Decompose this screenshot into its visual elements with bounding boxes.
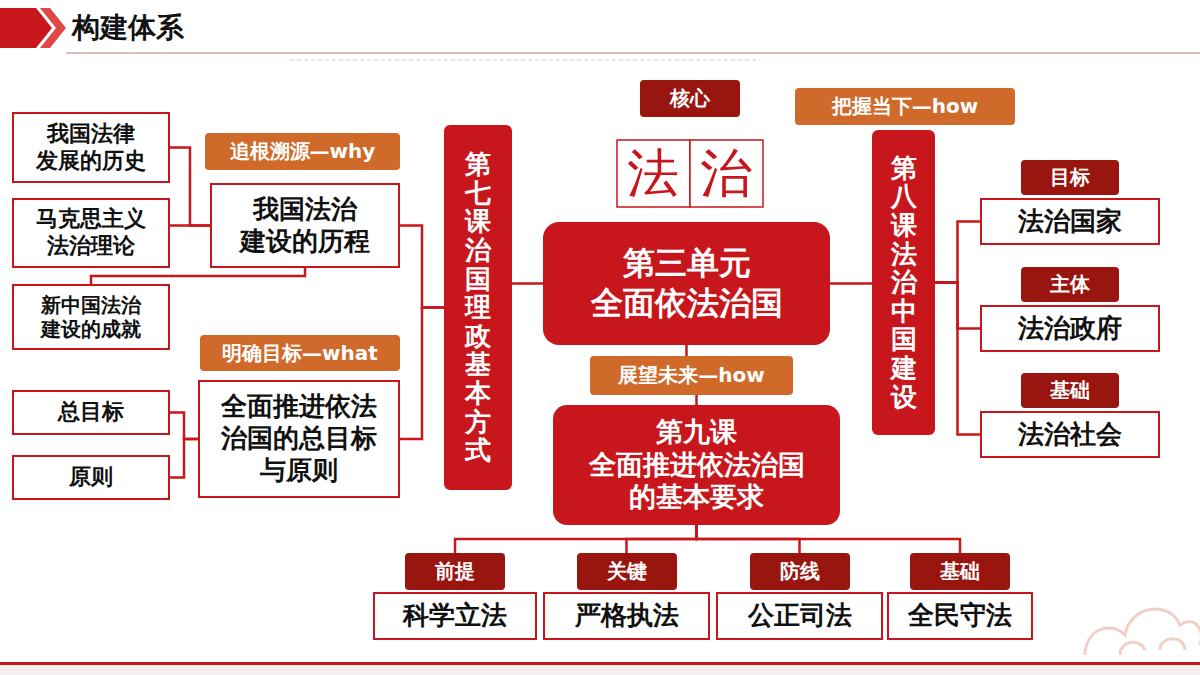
topic-node: 基础全民守法 xyxy=(887,553,1033,640)
node-text: 法治 xyxy=(627,140,773,207)
node-text: 科学立法 xyxy=(403,600,507,632)
heading-tag: 把握当下—how xyxy=(795,88,1015,125)
connector xyxy=(935,222,980,283)
topic-node: 主体法治政府 xyxy=(980,267,1160,352)
filled-box: 第八课 法治中国建设 xyxy=(872,130,935,435)
bottom-rule xyxy=(0,662,1200,665)
outline-box: 我国法律 发展的历史 xyxy=(12,112,170,183)
node-text: 马克思主义 法治理论 xyxy=(22,206,160,260)
connector xyxy=(830,282,872,285)
topic-node: 第九课 全面推进依法治国 的基本要求 xyxy=(553,405,840,525)
connector xyxy=(627,525,697,553)
connector xyxy=(400,226,444,308)
heading-tag: 核心 xyxy=(640,80,740,117)
outline-box: 法治政府 xyxy=(980,305,1160,352)
title-dash xyxy=(290,60,760,61)
heading-tag: 明确目标—what xyxy=(200,335,400,371)
heading-tag: 基础 xyxy=(1021,373,1119,408)
outline-box: 新中国法治 建设的成就 xyxy=(12,284,170,350)
cloud-ornament xyxy=(1085,609,1200,655)
outline-box: 全面推进依法 治国的总目标 与原则 xyxy=(198,380,400,498)
title-chevron xyxy=(40,8,66,48)
topic-node: 总目标 xyxy=(12,390,170,435)
node-text: 全民守法 xyxy=(908,600,1012,632)
topic-node: 原则 xyxy=(12,455,170,500)
heading-tag: 防线 xyxy=(750,553,850,590)
node-text: 第三单元 全面依法治国 xyxy=(551,244,822,322)
connector xyxy=(697,525,961,553)
topic-node: 目标法治国家 xyxy=(980,160,1160,245)
node-text: 新中国法治 建设的成就 xyxy=(22,293,160,342)
title-rule xyxy=(66,52,1200,54)
outline-box: 法治社会 xyxy=(980,411,1160,458)
connector xyxy=(170,439,198,478)
connector xyxy=(935,283,980,435)
connector xyxy=(170,224,210,227)
topic-node: 核心法治 xyxy=(617,80,763,207)
node-text: 公正司法 xyxy=(748,600,852,632)
node-text: 我国法治 建设的历程 xyxy=(220,194,390,257)
outline-box: 马克思主义 法治理论 xyxy=(12,198,170,268)
topic-node: 第七课 治国理政基本方式 xyxy=(444,125,512,490)
outline-box: 公正司法 xyxy=(716,592,883,640)
heading-tag: 基础 xyxy=(910,553,1010,590)
connector xyxy=(170,148,210,226)
node-text: 严格执法 xyxy=(575,600,679,632)
outline-box: 科学立法 xyxy=(373,592,537,640)
node-text: 第九课 全面推进依法治国 的基本要求 xyxy=(561,416,832,515)
connector xyxy=(512,282,543,285)
node-text: 法治国家 xyxy=(1018,206,1122,238)
topic-node: 明确目标—what 全面推进依法 治国的总目标 与原则 xyxy=(198,335,400,498)
node-text: 法治政府 xyxy=(1018,313,1122,345)
connector-label: 展望未来—how xyxy=(590,356,792,395)
connector xyxy=(455,525,697,553)
node-text: 原则 xyxy=(69,464,113,491)
topic-node: 追根溯源—why 我国法治 建设的历程 xyxy=(205,133,400,268)
title-banner xyxy=(0,8,52,48)
node-text: 总目标 xyxy=(58,399,124,426)
node-text: 全面推进依法 治国的总目标 与原则 xyxy=(208,391,390,486)
heading-tag: 追根溯源—why xyxy=(205,133,400,170)
topic-node: 新中国法治 建设的成就 xyxy=(12,284,170,350)
topic-node: 第三单元 全面依法治国 xyxy=(543,222,830,345)
slide-title: 构建体系 xyxy=(72,9,184,47)
topic-node: 前提科学立法 xyxy=(373,553,537,640)
filled-box: 第三单元 全面依法治国 xyxy=(543,222,830,345)
outline-box: 全民守法 xyxy=(887,592,1033,640)
filled-box: 第七课 治国理政基本方式 xyxy=(444,125,512,490)
topic-node: 马克思主义 法治理论 xyxy=(12,198,170,268)
heading-tag: 前提 xyxy=(405,553,505,590)
outline-box: 法治国家 xyxy=(980,198,1160,245)
filled-box: 第九课 全面推进依法治国 的基本要求 xyxy=(553,405,840,525)
heading-tag: 关键 xyxy=(577,553,677,590)
topic-node: 把握当下—how 第八课 法治中国建设 xyxy=(795,88,1015,435)
connector xyxy=(91,268,305,284)
topic-node: 我国法律 发展的历史 xyxy=(12,112,170,183)
node-text: 第七课 治国理政基本方式 xyxy=(465,150,491,465)
connector xyxy=(400,308,444,440)
topic-node: 基础法治社会 xyxy=(980,373,1160,458)
node-text: 法治社会 xyxy=(1018,419,1122,451)
topic-node: 防线公正司法 xyxy=(716,553,883,640)
outline-box: 严格执法 xyxy=(543,592,710,640)
heading-tag: 主体 xyxy=(1021,267,1119,302)
bottom-band xyxy=(0,665,1200,675)
character-grid: 法治 xyxy=(617,140,763,207)
node-text: 我国法律 发展的历史 xyxy=(22,121,160,175)
heading-tag: 目标 xyxy=(1021,160,1119,195)
outline-box: 总目标 xyxy=(12,390,170,435)
outline-box: 我国法治 建设的历程 xyxy=(210,183,400,268)
connector xyxy=(170,413,198,440)
node-text: 第八课 法治中国建设 xyxy=(891,154,917,411)
topic-node: 关键严格执法 xyxy=(543,553,710,640)
outline-box: 原则 xyxy=(12,455,170,500)
